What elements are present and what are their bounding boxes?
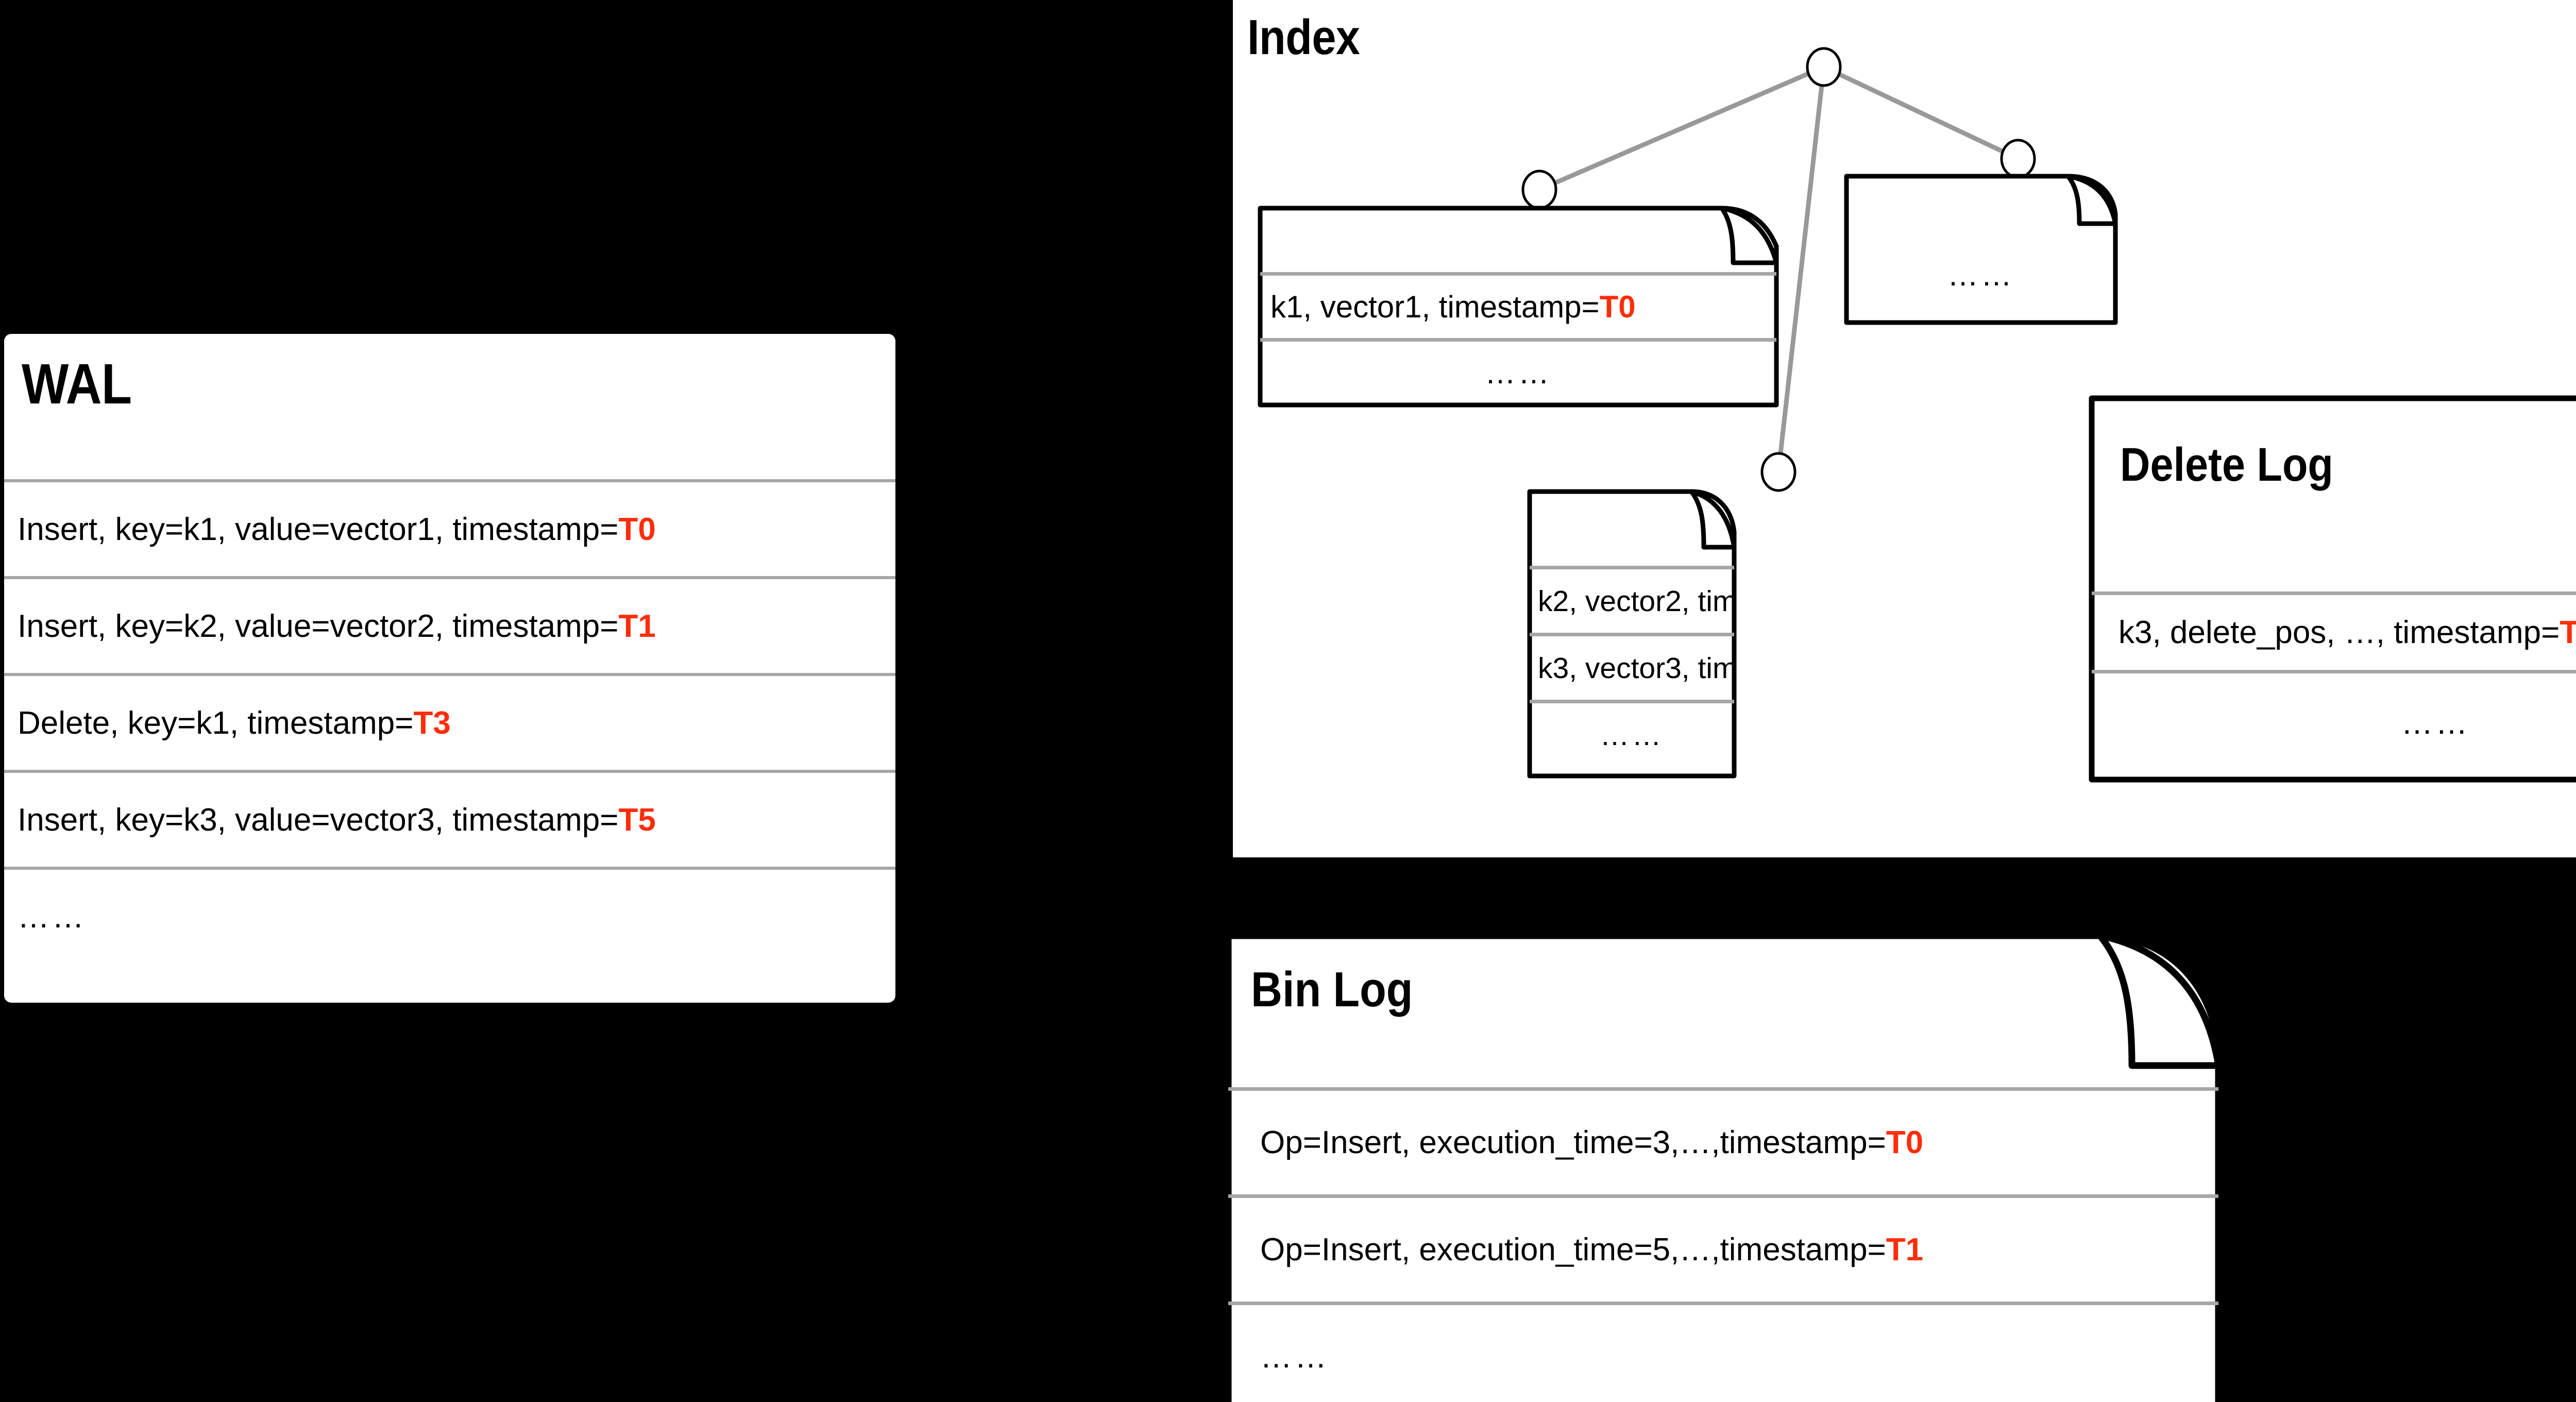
bin-log-row: Op=Insert, execution_time=5,…,timestamp=…: [1228, 1194, 2218, 1302]
leaf-row: k3, vector3, timestamp=T5: [1530, 633, 1734, 700]
leaf-row-ellipsis: ……: [1530, 700, 1734, 767]
leaf-row: k1, vector1, timestamp=T0: [1260, 272, 1776, 338]
wal-row: Delete, key=k1, timestamp=T3: [4, 673, 895, 770]
delete-log-row-timestamp: T3: [2560, 614, 2576, 651]
index-leaf-right: ……: [1844, 174, 2118, 325]
doc-shape-leaf-left: [1258, 206, 1779, 408]
index-leaf-left: k1, vector1, timestamp=T0 ……: [1258, 206, 1779, 408]
doc-shape-delete-log: [2089, 395, 2576, 783]
doc-shape-bin-log: [1225, 932, 2222, 1402]
wal-row-timestamp: T5: [618, 802, 656, 838]
delete-log-row-text: ……: [2401, 705, 2470, 741]
bin-log-row: Op=Insert, execution_time=3,…,timestamp=…: [1228, 1087, 2218, 1194]
doc-shape-leaf-right: [1844, 174, 2118, 325]
wal-title: WAL: [22, 352, 132, 416]
leaf-row-text: k3, vector3, timestamp=: [1538, 651, 1734, 685]
wal-row-ellipsis: ……: [4, 867, 895, 964]
wal-row-timestamp: T3: [413, 705, 451, 741]
leaf-row-ellipsis: ……: [1846, 231, 2115, 318]
wal-row: Insert, key=k2, value=vector2, timestamp…: [4, 576, 895, 673]
leaf-right-rows: ……: [1846, 231, 2115, 318]
wal-row-text: Insert, key=k3, value=vector3, timestamp…: [18, 802, 619, 838]
index-leaf-mid: k2, vector2, timestamp=T1 k3, vector3, t…: [1527, 489, 1737, 779]
bin-log-row-text: Op=Insert, execution_time=5,…,timestamp=: [1260, 1232, 1886, 1268]
delete-log-title: Delete Log: [2120, 438, 2333, 491]
bin-log-row-timestamp: T0: [1886, 1125, 1924, 1160]
wal-panel: WAL Insert, key=k1, value=vector1, times…: [4, 334, 895, 1003]
wal-row: Insert, key=k1, value=vector1, timestamp…: [4, 479, 895, 576]
bin-log-rows: Op=Insert, execution_time=3,…,timestamp=…: [1228, 1087, 2218, 1402]
wal-row-text: Insert, key=k1, value=vector1, timestamp…: [18, 511, 619, 547]
leaf-row-timestamp: T0: [1599, 290, 1636, 324]
wal-row-list: Insert, key=k1, value=vector1, timestamp…: [4, 479, 895, 964]
leaf-row-text: ……: [1485, 356, 1552, 390]
delete-log-rows: k3, delete_pos, …, timestamp=T3 ……: [2092, 592, 2576, 773]
delete-log-box: Delete Log k3, delete_pos, …, timestamp=…: [2089, 395, 2576, 783]
index-title: Index: [1247, 10, 1360, 65]
wal-row-timestamp: T0: [618, 511, 656, 547]
wal-row-text: ……: [18, 899, 87, 935]
delete-log-row: k3, delete_pos, …, timestamp=T3: [2092, 592, 2576, 670]
bin-log-panel: Bin Log Op=Insert, execution_time=3,…,ti…: [1225, 932, 2222, 1402]
leaf-row-text: ……: [1600, 718, 1664, 752]
bin-log-row-timestamp: T1: [1886, 1232, 1924, 1268]
leaf-row-text: k2, vector2, timestamp=: [1538, 584, 1734, 618]
bin-log-row-text: ……: [1260, 1339, 1329, 1375]
delete-log-row-ellipsis: ……: [2092, 670, 2576, 773]
leaf-mid-rows: k2, vector2, timestamp=T1 k3, vector3, t…: [1530, 566, 1734, 767]
wal-row-text: Delete, key=k1, timestamp=: [18, 705, 414, 741]
bin-log-row-text: Op=Insert, execution_time=3,…,timestamp=: [1260, 1125, 1886, 1160]
leaf-row-ellipsis: ……: [1260, 338, 1776, 404]
wal-row-timestamp: T1: [618, 608, 656, 644]
leaf-row-text: k1, vector1, timestamp=: [1270, 290, 1600, 324]
leaf-left-rows: k1, vector1, timestamp=T0 ……: [1260, 272, 1776, 404]
delete-log-row-text: k3, delete_pos, …, timestamp=: [2119, 615, 2560, 650]
bin-log-title: Bin Log: [1251, 962, 1413, 1017]
wal-row: Insert, key=k3, value=vector3, timestamp…: [4, 770, 895, 867]
bin-log-row-ellipsis: ……: [1228, 1302, 2218, 1402]
wal-row-text: Insert, key=k2, value=vector2, timestamp…: [18, 608, 619, 644]
leaf-row: k2, vector2, timestamp=T1: [1530, 566, 1734, 633]
leaf-row-text: ……: [1947, 257, 2014, 292]
